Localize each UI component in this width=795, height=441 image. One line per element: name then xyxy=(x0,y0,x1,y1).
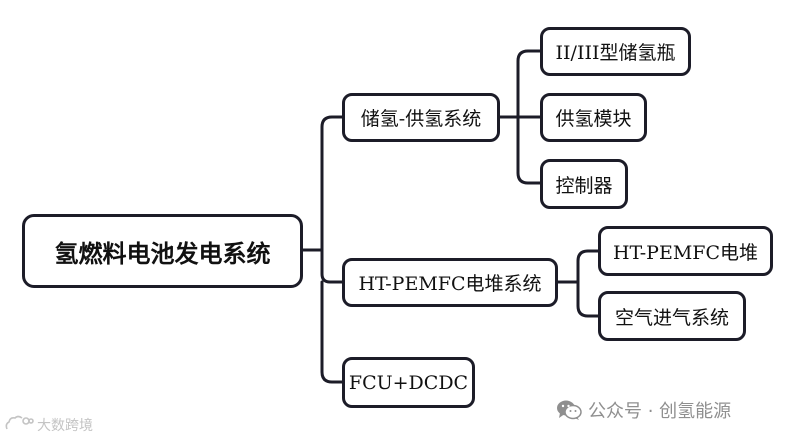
root-node: 氢燃料电池发电系统 xyxy=(22,214,303,288)
watermark-bottom-right: 公众号 · 创氢能源 xyxy=(556,397,731,423)
leaf-label: HT-PEMFC电堆 xyxy=(612,241,759,264)
connector-b1-c3 xyxy=(516,115,542,185)
connector-trunk-l1-2 xyxy=(320,248,344,284)
leaf-node-ht-pemfc-stack: HT-PEMFC电堆 xyxy=(598,226,773,276)
leaf-node-air-intake-system: 空气进气系统 xyxy=(598,291,746,341)
branch-node-stack-system: HT-PEMFC电堆系统 xyxy=(342,258,558,307)
leaf-label: 供氢模块 xyxy=(555,108,632,130)
leaf-node-hydrogen-cylinder: II/III型储氢瓶 xyxy=(540,27,691,76)
branch-label: FCU+DCDC xyxy=(348,371,469,394)
branch-label: 储氢-供氢系统 xyxy=(360,108,482,130)
leaf-node-controller: 控制器 xyxy=(540,159,628,209)
leaf-node-hydrogen-supply-module: 供氢模块 xyxy=(540,93,647,142)
leaf-label: 控制器 xyxy=(555,174,613,197)
cloud-logo-icon xyxy=(4,414,34,436)
connector-b2-c1 xyxy=(576,249,600,284)
leaf-label: 空气进气系统 xyxy=(614,306,729,329)
connector-trunk-l1-3 xyxy=(320,280,344,384)
branch-node-fcu-dcdc: FCU+DCDC xyxy=(342,357,475,408)
branch-label: HT-PEMFC电堆系统 xyxy=(358,273,542,295)
leaf-label: II/III型储氢瓶 xyxy=(555,42,676,64)
watermark-right-text: 公众号 · 创氢能源 xyxy=(588,401,732,422)
branch-node-hydrogen-storage: 储氢-供氢系统 xyxy=(342,93,500,142)
connector-trunk-l1-1 xyxy=(320,115,344,252)
watermark-left-text: 大数跨境 xyxy=(37,418,93,434)
root-label: 氢燃料电池发电系统 xyxy=(54,239,271,268)
wechat-icon xyxy=(556,399,582,421)
connector-b2-c2 xyxy=(576,280,600,318)
connector-b1-c1 xyxy=(516,49,542,119)
watermark-bottom-left: 大数跨境 xyxy=(4,414,93,436)
